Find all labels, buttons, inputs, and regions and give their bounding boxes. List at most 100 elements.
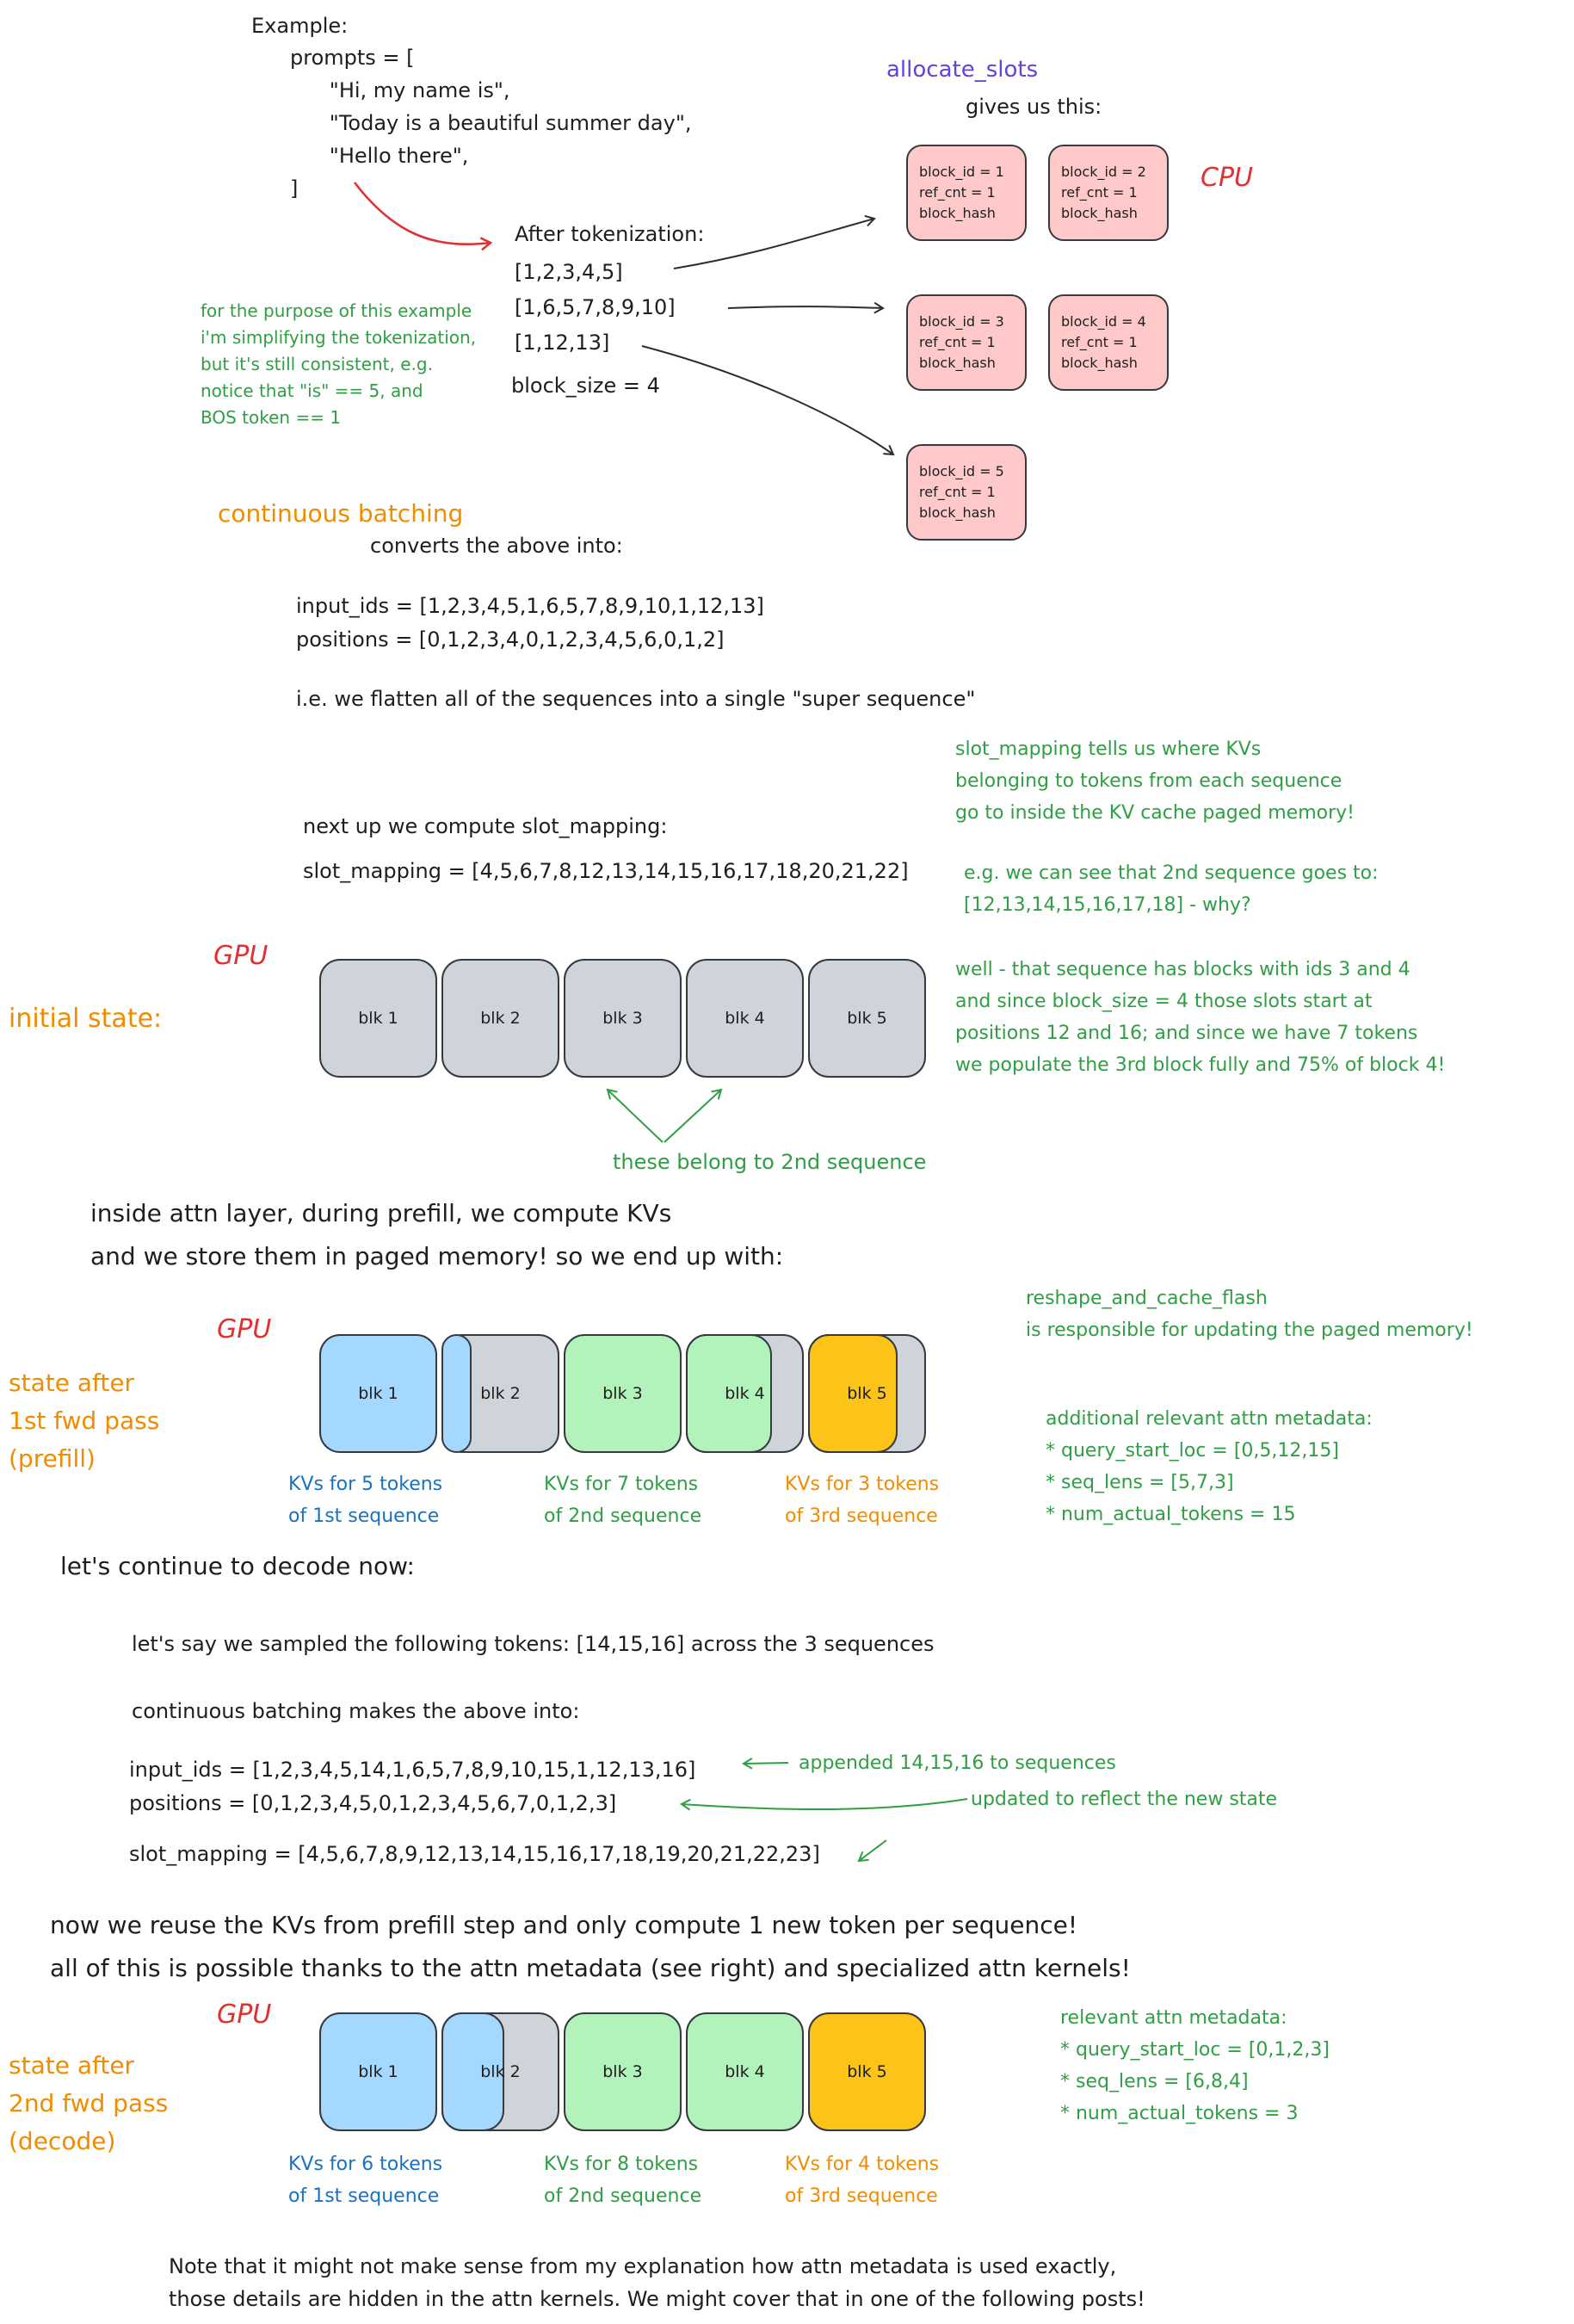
gpu-memory-block: blk 1 bbox=[319, 2012, 437, 2131]
prefill-kv-label-seq3: KVs for 3 tokens of 3rd sequence bbox=[785, 1474, 940, 1527]
gpu-block-label: blk 2 bbox=[480, 1009, 521, 1028]
decode-cb-line: continuous batching makes the above into… bbox=[132, 1699, 580, 1723]
prefill-kv-label-seq1: KVs for 5 tokens of 1st sequence bbox=[288, 1474, 443, 1527]
gpu-block-label: blk 1 bbox=[358, 1009, 398, 1028]
token-lists: [1,2,3,4,5] [1,6,5,7,8,9,10] [1,12,13] bbox=[515, 260, 676, 355]
cpu-memory-block: block_id = 1 ref_cnt = 1 block_hash bbox=[906, 145, 1027, 241]
block-size-label: block_size = 4 bbox=[511, 374, 660, 398]
decode-kv-label-seq1: KVs for 6 tokens of 1st sequence bbox=[288, 2154, 443, 2207]
second-seq-arrow-right bbox=[664, 1088, 723, 1143]
gpu-block-label: blk 1 bbox=[358, 1384, 398, 1403]
cpu-label: CPU bbox=[1201, 163, 1253, 193]
gpu-memory-block: blk 5 bbox=[808, 2012, 926, 2131]
cpu-memory-block: block_id = 3 ref_cnt = 1 block_hash bbox=[906, 294, 1027, 391]
cpu-memory-block: block_id = 5 ref_cnt = 1 block_hash bbox=[906, 444, 1027, 541]
gpu-block-label: blk 1 bbox=[358, 2062, 398, 2081]
gpu-block-label: blk 2 bbox=[480, 2062, 521, 2081]
tokenization-side-note: for the purpose of this example i'm simp… bbox=[201, 300, 477, 428]
example-title: Example: bbox=[251, 14, 349, 38]
flatten-note: i.e. we flatten all of the sequences int… bbox=[296, 687, 976, 711]
gpu-block-label: blk 5 bbox=[847, 1384, 887, 1403]
allocate-slots-subtitle: gives us this: bbox=[966, 95, 1102, 119]
decode-input-ids: input_ids = [1,2,3,4,5,14,1,6,5,7,8,9,10… bbox=[129, 1758, 696, 1782]
gpu-memory-block: blk 5 bbox=[808, 1334, 926, 1453]
slot-mapping-intro: next up we compute slot_mapping: bbox=[303, 814, 668, 838]
seq1-to-blocks-arrow bbox=[673, 214, 876, 269]
prefill-intro: inside attn layer, during prefill, we co… bbox=[90, 1199, 784, 1270]
gpu-memory-block: blk 3 bbox=[564, 2012, 682, 2131]
cpu-block-text: block_id = 1 ref_cnt = 1 block_hash bbox=[919, 164, 1004, 221]
decode-slot-mapping: slot_mapping = [4,5,6,7,8,9,12,13,14,15,… bbox=[129, 1842, 820, 1866]
block-fill-overlay bbox=[441, 1334, 472, 1453]
reshape-note: reshape_and_cache_flash is responsible f… bbox=[1026, 1288, 1473, 1341]
block-fill-overlay bbox=[808, 1334, 898, 1453]
updated-note: updated to reflect the new state bbox=[971, 1789, 1278, 1810]
initial-state-blocks: blk 1 blk 2 blk 3 blk 4 blk 5 bbox=[319, 959, 926, 1078]
allocate-slots-title: allocate_slots bbox=[886, 57, 1039, 83]
prefill-kv-label-seq2: KVs for 7 tokens of 2nd sequence bbox=[544, 1474, 702, 1527]
gpu-memory-block: blk 3 bbox=[564, 959, 682, 1078]
prefill-input-ids: input_ids = [1,2,3,4,5,1,6,5,7,8,9,10,1,… bbox=[296, 594, 764, 618]
gpu-memory-block: blk 2 bbox=[441, 2012, 559, 2131]
decode-caption: state after 2nd fwd pass (decode) bbox=[9, 2051, 169, 2155]
decode-intro: let's continue to decode now: bbox=[60, 1552, 415, 1580]
second-sequence-note: these belong to 2nd sequence bbox=[613, 1150, 927, 1174]
prefill-positions: positions = [0,1,2,3,4,0,1,2,3,4,5,6,0,1… bbox=[296, 627, 725, 652]
gpu-memory-block: blk 3 bbox=[564, 1334, 682, 1453]
gpu-block-label: blk 5 bbox=[847, 2062, 887, 2081]
gpu-block-label: blk 3 bbox=[602, 1009, 643, 1028]
gpu-block-label: blk 5 bbox=[847, 1009, 887, 1028]
gpu-label-prefill: GPU bbox=[217, 1314, 272, 1344]
decode-attn-metadata: relevant attn metadata: * query_start_lo… bbox=[1060, 2007, 1330, 2124]
gpu-memory-block: blk 4 bbox=[686, 2012, 804, 2131]
slot-mapping-example-note: e.g. we can see that 2nd sequence goes t… bbox=[964, 862, 1379, 916]
cpu-block-text: block_id = 4 ref_cnt = 1 block_hash bbox=[1061, 313, 1146, 371]
footer-note: Note that it might not make sense from m… bbox=[169, 2254, 1145, 2311]
seq3-to-block5-arrow bbox=[641, 345, 895, 456]
cpu-block-text: block_id = 3 ref_cnt = 1 block_hash bbox=[919, 313, 1004, 371]
prefill-blocks: blk 1 blk 2 blk 3 blk 4 blk 5 bbox=[319, 1334, 926, 1453]
prompts-to-tokenization-arrow bbox=[353, 182, 493, 251]
second-seq-arrow-left bbox=[606, 1088, 664, 1143]
example-prompts-code: prompts = [ "Hi, my name is", "Today is … bbox=[290, 46, 692, 201]
gpu-label-decode: GPU bbox=[217, 2000, 272, 2030]
prefill-slot-mapping: slot_mapping = [4,5,6,7,8,12,13,14,15,16… bbox=[303, 859, 909, 883]
cpu-block-text: block_id = 5 ref_cnt = 1 block_hash bbox=[919, 463, 1004, 521]
gpu-block-label: blk 4 bbox=[725, 1384, 765, 1403]
cpu-memory-block: block_id = 2 ref_cnt = 1 block_hash bbox=[1048, 145, 1169, 241]
reuse-note: now we reuse the KVs from prefill step a… bbox=[50, 1911, 1131, 1982]
decode-positions: positions = [0,1,2,3,4,5,0,1,2,3,4,5,6,7… bbox=[129, 1791, 617, 1815]
seq2-to-blocks-arrow bbox=[727, 301, 885, 314]
slot-mapping-tells-note: slot_mapping tells us where KVs belongin… bbox=[955, 739, 1355, 824]
updated-note-arrow bbox=[680, 1798, 968, 1811]
converts-subtitle: converts the above into: bbox=[370, 534, 623, 558]
appended-note: appended 14,15,16 to sequences bbox=[799, 1752, 1116, 1774]
sampled-tokens-line: let's say we sampled the following token… bbox=[132, 1632, 935, 1656]
block-fill-overlay bbox=[686, 1334, 772, 1453]
block-fill-overlay bbox=[441, 2012, 505, 2131]
continuous-batching-title: continuous batching bbox=[218, 499, 464, 528]
gpu-block-label: blk 3 bbox=[602, 1384, 643, 1403]
gpu-memory-block: blk 4 bbox=[686, 959, 804, 1078]
decode-kv-label-seq2: KVs for 8 tokens of 2nd sequence bbox=[544, 2154, 702, 2207]
gpu-block-label: blk 3 bbox=[602, 2062, 643, 2081]
gpu-memory-block: blk 1 bbox=[319, 1334, 437, 1453]
gpu-block-label: blk 4 bbox=[725, 1009, 765, 1028]
gpu-block-label: blk 4 bbox=[725, 2062, 765, 2081]
initial-state-caption: initial state: bbox=[9, 1004, 163, 1034]
gpu-memory-block: blk 1 bbox=[319, 959, 437, 1078]
prefill-attn-metadata: additional relevant attn metadata: * que… bbox=[1046, 1408, 1373, 1525]
gpu-memory-block: blk 2 bbox=[441, 1334, 559, 1453]
gpu-memory-block: blk 2 bbox=[441, 959, 559, 1078]
slot-mapping-note-arrow bbox=[857, 1839, 887, 1863]
cpu-block-text: block_id = 2 ref_cnt = 1 block_hash bbox=[1061, 164, 1146, 221]
gpu-memory-block: blk 4 bbox=[686, 1334, 804, 1453]
appended-note-arrow bbox=[742, 1757, 789, 1770]
prefill-caption: state after 1st fwd pass (prefill) bbox=[9, 1369, 160, 1473]
gpu-label-initial: GPU bbox=[213, 941, 269, 971]
why-note: well - that sequence has blocks with ids… bbox=[955, 959, 1446, 1076]
gpu-memory-block: blk 5 bbox=[808, 959, 926, 1078]
